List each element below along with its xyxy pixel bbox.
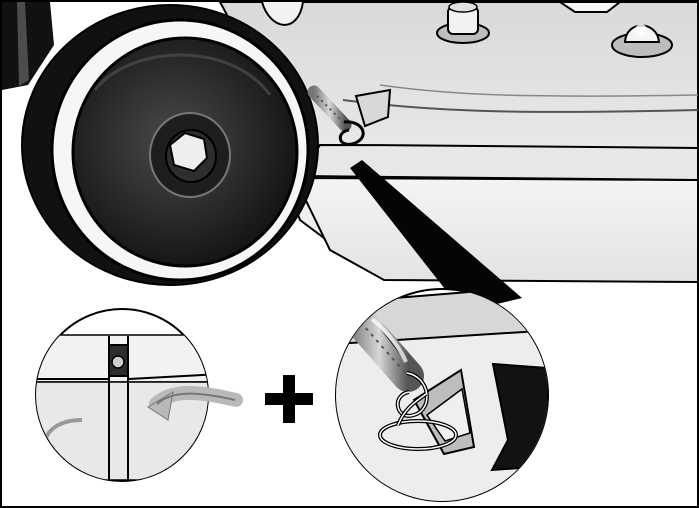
mower-wheel: [21, 4, 319, 286]
curved-arrow-icon: [147, 386, 243, 421]
left-shadow-area: [2, 2, 54, 90]
deck-top-plate: [556, 0, 623, 13]
zoom-cone: [350, 160, 522, 312]
left-highlight: [17, 2, 29, 86]
left-detail-circle: [35, 308, 209, 482]
spring-overview: [307, 85, 392, 146]
hex-axle-bolt: [168, 131, 209, 173]
right-detail-circle: [335, 288, 549, 502]
top-fastener-1: [436, 1, 490, 44]
deck-top-bracket: [261, 1, 304, 26]
deck-rim: [298, 143, 699, 182]
plus-symbol: [265, 375, 313, 423]
deck-contour-line: [379, 84, 699, 97]
top-fastener-2: [611, 24, 673, 58]
